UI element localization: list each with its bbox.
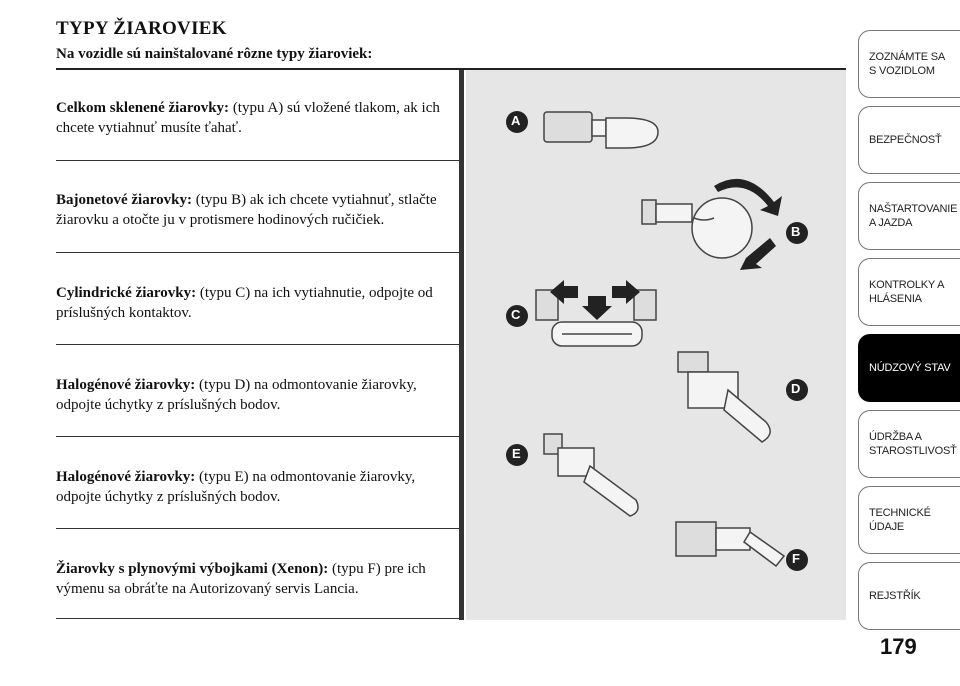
entry-type-e: Halogénové žiarovky: (typu E) na odmonto… <box>56 467 456 507</box>
separator <box>56 436 459 437</box>
entry-heading: Halogénové žiarovky: <box>56 377 196 393</box>
left-arrow-icon <box>550 280 578 304</box>
rotate-arrow-icon <box>714 178 782 216</box>
bulb-labels <box>506 111 808 571</box>
tab-warning-lights[interactable]: KONTROLKY A HLÁSENIA <box>858 258 960 326</box>
push-arrow-icon <box>740 238 776 270</box>
tab-index[interactable]: REJSTŘÍK <box>858 562 960 630</box>
column-divider <box>459 70 464 620</box>
label-f: F <box>792 551 800 566</box>
label-e: E <box>512 446 521 461</box>
entry-heading: Halogénové žiarovky: <box>56 469 196 485</box>
tab-label: TECHNICKÉ ÚDAJE <box>869 507 931 533</box>
separator <box>56 528 459 529</box>
tab-maintenance[interactable]: ÚDRŽBA A STAROSTLIVOSŤ <box>858 410 960 478</box>
tab-technical-data[interactable]: TECHNICKÉ ÚDAJE <box>858 486 960 554</box>
separator <box>56 252 459 253</box>
separator <box>56 160 459 161</box>
bulb-a-icon <box>543 111 659 149</box>
entry-text: (typu D) na odmontovanie žiarovky, odpoj… <box>56 377 417 413</box>
bulb-b-icon <box>641 197 753 259</box>
label-c: C <box>511 307 521 322</box>
entry-text: (typu B) ak ich chcete vytiahnuť, stlačt… <box>56 192 437 228</box>
tab-emergency[interactable]: NÚDZOVÝ STAV <box>858 334 960 402</box>
down-arrow-icon <box>582 296 612 320</box>
entry-text: (typu E) na odmontovanie žiarovky, odpoj… <box>56 469 416 505</box>
entry-type-f: Žiarovky s plynovými výbojkami (Xenon): … <box>56 559 456 599</box>
tab-introduction[interactable]: ZOZNÁMTE SA S VOZIDLOM <box>858 30 960 98</box>
tab-label: ÚDRŽBA A STAROSTLIVOSŤ <box>869 431 957 457</box>
entry-text: (typu C) na ich vytiahnutie, odpojte od … <box>56 285 433 321</box>
right-arrow-icon <box>612 280 640 304</box>
entry-type-c: Cylindrické žiarovky: (typu C) na ich vy… <box>56 283 456 323</box>
tab-label: REJSTŘÍK <box>869 590 921 602</box>
entry-heading: Bajonetové žiarovky: <box>56 192 192 208</box>
tab-label: NÚDZOVÝ STAV <box>869 362 951 374</box>
entry-text: (typu F) pre ich výmenu sa obráťte na Au… <box>56 561 426 597</box>
page-number: 179 <box>880 634 917 659</box>
bulb-d-icon <box>677 351 771 443</box>
tab-label: NAŠTARTOVANIE A JAZDA <box>869 203 958 229</box>
entry-text: (typu A) sú vložené tlakom, ak ich chcet… <box>56 100 440 136</box>
tab-starting-driving[interactable]: NAŠTARTOVANIE A JAZDA <box>858 182 960 250</box>
top-rule <box>56 68 846 70</box>
separator <box>56 344 459 345</box>
entry-heading: Celkom sklenené žiarovky: <box>56 100 230 116</box>
page-title: TYPY ŽIAROVIEK <box>56 18 227 39</box>
bulb-e-icon <box>543 433 639 517</box>
bottom-rule <box>56 618 459 619</box>
entry-heading: Cylindrické žiarovky: <box>56 285 197 301</box>
page-subtitle: Na vozidle sú nainštalované rôzne typy ž… <box>56 46 373 62</box>
entry-type-b: Bajonetové žiarovky: (typu B) ak ich chc… <box>56 190 456 230</box>
tab-label: KONTROLKY A HLÁSENIA <box>869 279 944 305</box>
tab-safety[interactable]: BEZPEČNOSŤ <box>858 106 960 174</box>
label-b: B <box>791 224 801 239</box>
tab-label: ZOZNÁMTE SA S VOZIDLOM <box>869 51 945 77</box>
entry-heading: Žiarovky s plynovými výbojkami (Xenon): <box>56 561 329 577</box>
entry-type-a: Celkom sklenené žiarovky: (typu A) sú vl… <box>56 98 456 138</box>
entry-type-d: Halogénové žiarovky: (typu D) na odmonto… <box>56 375 456 415</box>
tab-label: BEZPEČNOSŤ <box>869 134 942 146</box>
bulb-f-icon <box>675 521 786 568</box>
label-d: D <box>791 381 801 396</box>
label-a: A <box>511 113 521 128</box>
bulb-c-icon <box>535 289 657 347</box>
bulb-types-illustration: A B C D E F <box>466 70 846 620</box>
